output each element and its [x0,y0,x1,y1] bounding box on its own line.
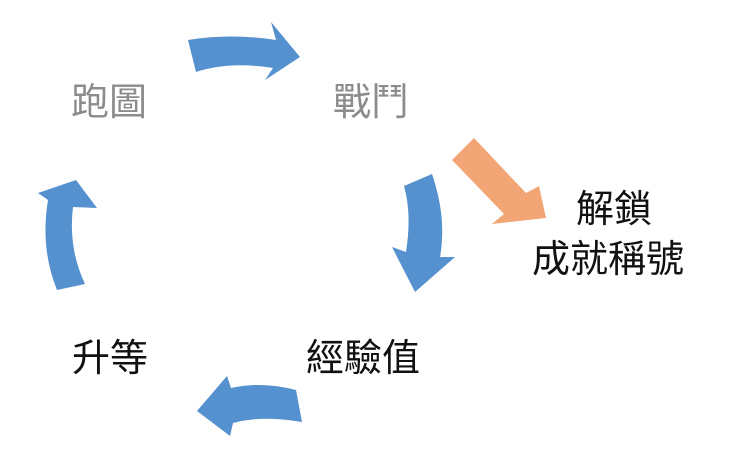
arrow-zhandou-to-chenghao [452,138,546,224]
node-paotu-label: 跑圖 [71,80,148,124]
arrow-shengdeng-to-paotu [38,180,97,290]
node-zhandou-label: 戰鬥 [333,80,410,124]
node-chenghao-label: 成就稱號 [532,237,685,281]
node-jiesuo-label: 解鎖 [576,187,653,231]
arrow-zhandou-to-jingyan [392,174,455,292]
arrow-jingyan-to-shengdeng [197,376,302,436]
node-shengdeng-label: 升等 [72,336,149,380]
node-jingyan-label: 經驗值 [306,336,421,380]
arrow-paotu-to-zhandou [188,22,300,80]
